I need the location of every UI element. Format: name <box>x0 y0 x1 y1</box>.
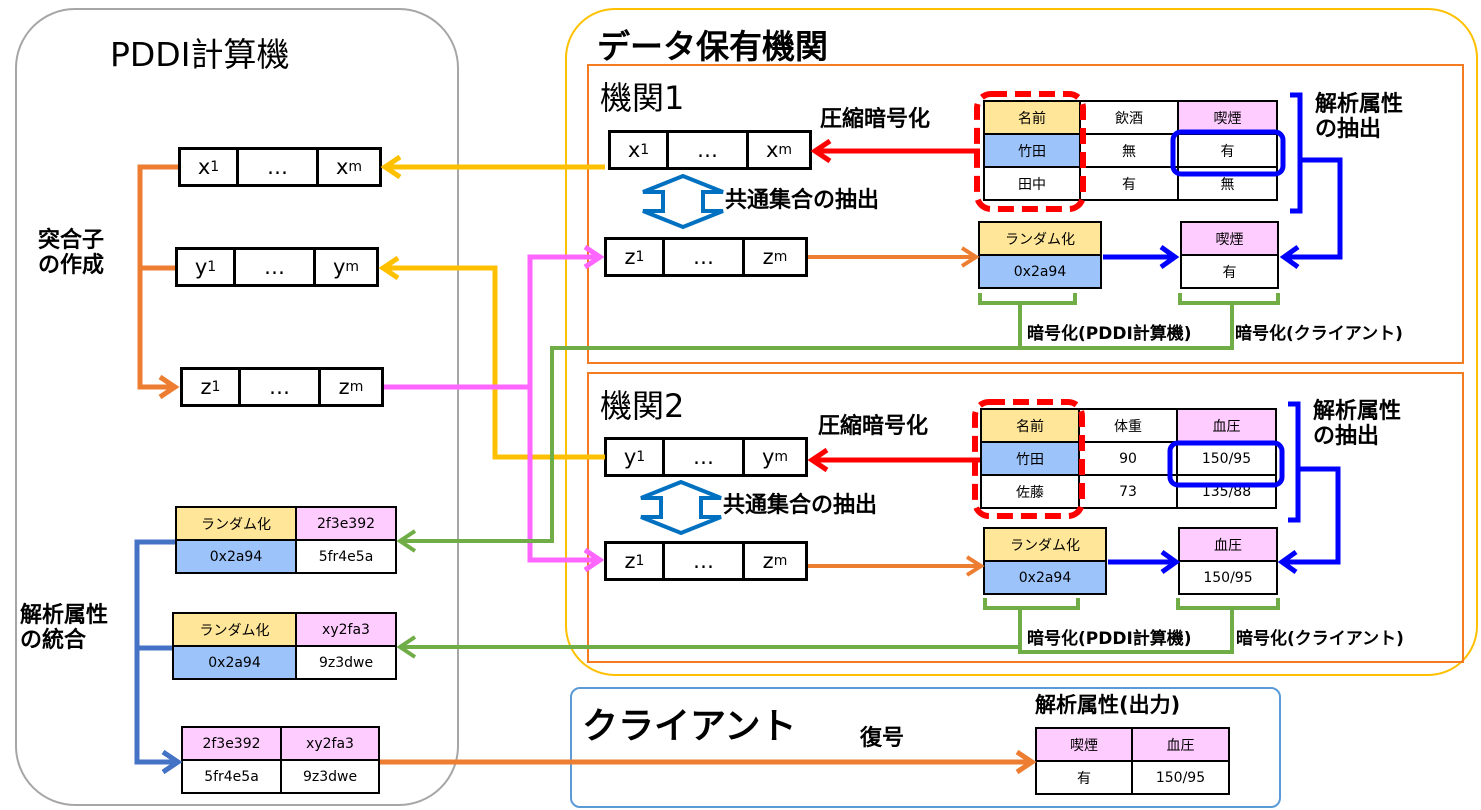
seq-cell-mid: … <box>669 133 749 167</box>
client-title: クライアント <box>582 706 797 747</box>
org1-intersect-label: 共通集合の抽出 <box>725 188 880 213</box>
org1-panel <box>587 64 1464 364</box>
data-holders-title: データ保有機関 <box>597 27 828 66</box>
org1-compress-label: 圧縮暗号化 <box>820 107 931 132</box>
org1-title: 機関1 <box>600 79 685 117</box>
seq-cell-mid: … <box>241 370 321 404</box>
seq-cell-mid: … <box>665 440 745 474</box>
org1-attr-table: 喫煙 有 <box>1180 221 1279 289</box>
seq-cell-mid: … <box>665 240 745 274</box>
org2-enc-pddi-label: 暗号化(PDDI計算機) <box>1027 629 1192 649</box>
org2-extract-label: 解析属性 の抽出 <box>1313 399 1402 450</box>
seq-cell-mid: … <box>236 250 316 284</box>
org1-enc-pddi-label: 暗号化(PDDI計算機) <box>1027 324 1192 344</box>
seq-cell-mid: … <box>239 150 319 184</box>
org2-title: 機関2 <box>600 387 685 425</box>
pddi-panel <box>15 8 459 806</box>
org2-rand-table: ランダム化 0x2a94 <box>983 527 1107 595</box>
org1-enc-client-label: 暗号化(クライアント) <box>1235 324 1403 344</box>
org2-attr-table: 血圧 150/95 <box>1178 527 1278 595</box>
seq-cell-mid: … <box>665 544 745 578</box>
org2-compress-label: 圧縮暗号化 <box>818 414 929 439</box>
pddi-title: PDDI計算機 <box>110 35 290 74</box>
org1-extract-label: 解析属性 の抽出 <box>1315 92 1404 143</box>
attr-integration-label: 解析属性 の統合 <box>20 603 109 654</box>
org1-data-table: 名前飲酒喫煙 竹田無有 田中有無 <box>983 100 1278 201</box>
org2-enc-client-label: 暗号化(クライアント) <box>1236 629 1404 649</box>
output-label: 解析属性(出力) <box>1035 693 1181 717</box>
org2-intersect-label: 共通集合の抽出 <box>723 493 878 518</box>
decrypt-label: 復号 <box>860 726 905 751</box>
org1-rand-table: ランダム化 0x2a94 <box>978 221 1102 289</box>
client-panel <box>570 687 1281 808</box>
matcher-creation-label: 突合子 の作成 <box>38 228 105 279</box>
